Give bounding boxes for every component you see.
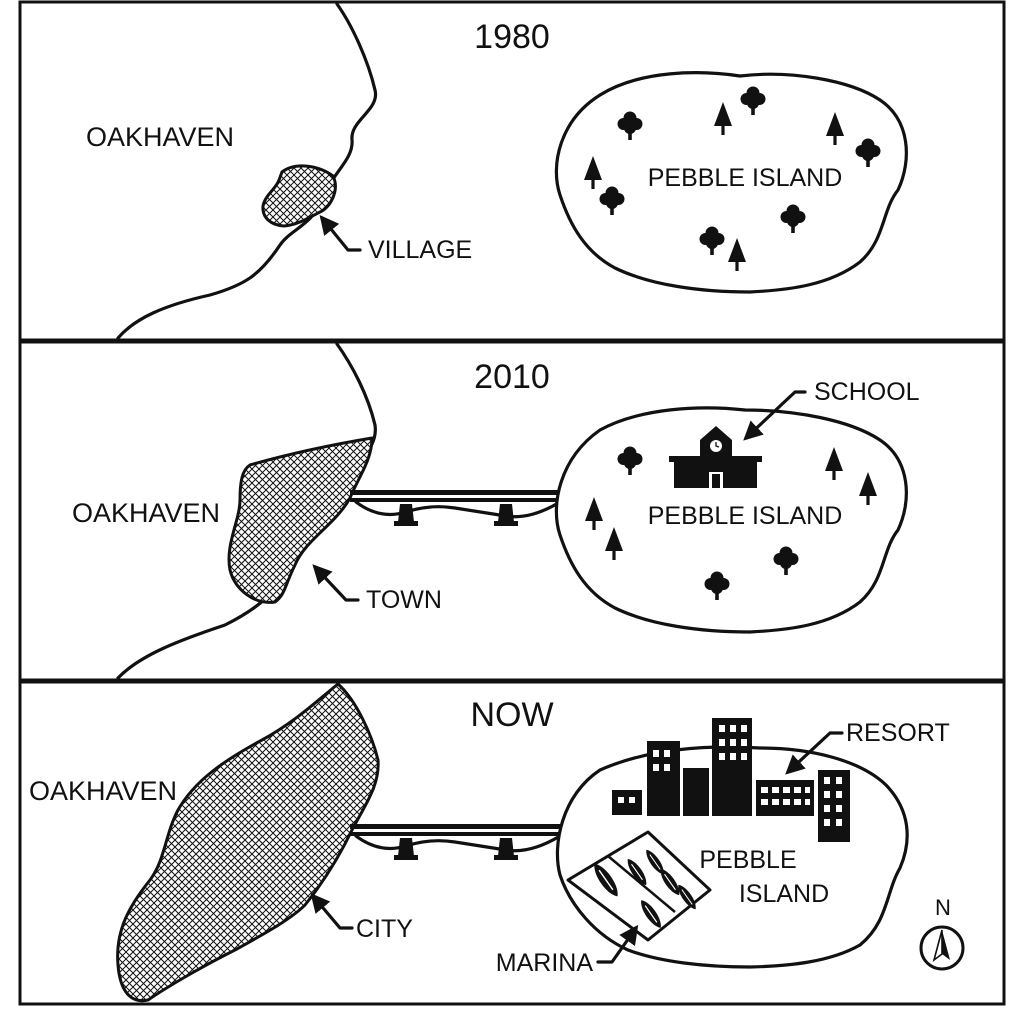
resort-label: RESORT	[846, 719, 950, 747]
compass-icon: N	[919, 895, 965, 971]
settlement-label: TOWN	[366, 586, 442, 614]
bridge-icon	[350, 490, 565, 526]
resort-pointer	[785, 731, 844, 775]
settlement-label: CITY	[356, 915, 413, 943]
compass-north-label: N	[935, 895, 951, 920]
island-label: PEBBLE ISLAND	[648, 164, 843, 192]
school-pointer	[743, 390, 807, 441]
island-label-line2: ISLAND	[739, 880, 829, 908]
village-pointer	[319, 215, 362, 252]
city-area	[116, 682, 380, 1003]
panel-title: NOW	[470, 696, 553, 734]
mainland-label: OAKHAVEN	[72, 498, 220, 528]
panel-now: N NOW OAKHAVEN CITY PEBBLE ISLAND RESORT…	[18, 680, 1006, 1006]
island-label-line1: PEBBLE	[699, 846, 796, 874]
town-pointer	[312, 564, 360, 602]
mainland-label: OAKHAVEN	[86, 122, 234, 152]
resort-building-icon	[612, 718, 850, 842]
town-area	[227, 436, 374, 604]
school-building-icon	[669, 426, 762, 488]
marina-pointer	[596, 924, 639, 964]
marina-label: MARINA	[496, 949, 594, 977]
panel-title: 2010	[474, 358, 550, 396]
panel-2010: 2010 OAKHAVEN TOWN PEBBLE ISLAND SCHOOL	[18, 340, 1006, 682]
island-label: PEBBLE ISLAND	[648, 502, 843, 530]
school-label: SCHOOL	[814, 378, 920, 406]
mainland-label: OAKHAVEN	[29, 776, 177, 806]
city-pointer	[310, 893, 354, 930]
settlement-label: VILLAGE	[368, 236, 472, 264]
panel-title: 1980	[474, 18, 550, 56]
village-area	[261, 164, 337, 228]
marina-icon	[566, 830, 712, 942]
island-outline	[554, 406, 908, 634]
panel-1980: 1980 OAKHAVEN VILLAGE PEBBLE ISLAND	[18, 0, 1006, 342]
island-outline	[554, 71, 908, 294]
bridge-icon	[350, 824, 565, 860]
